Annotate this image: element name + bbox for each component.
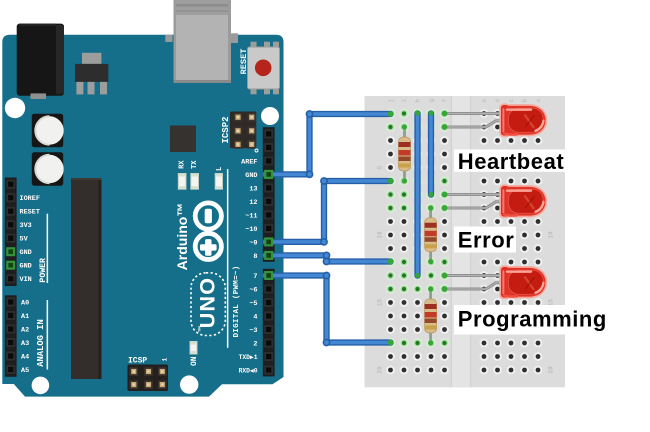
svg-text:TX: TX — [191, 160, 199, 169]
svg-text:c: c — [508, 99, 515, 103]
svg-text:a: a — [535, 99, 542, 103]
svg-text:j: j — [387, 99, 394, 103]
svg-text:~6: ~6 — [249, 286, 257, 294]
svg-text:15: 15 — [547, 299, 554, 307]
svg-text:e: e — [481, 99, 488, 103]
svg-text:15: 15 — [377, 299, 384, 307]
svg-text:2: 2 — [253, 340, 257, 348]
svg-text:4: 4 — [253, 313, 257, 321]
svg-text:RXD◀0: RXD◀0 — [239, 367, 258, 374]
svg-text:RESET: RESET — [239, 49, 249, 75]
svg-text:8: 8 — [253, 253, 257, 261]
svg-text:GND: GND — [245, 172, 257, 180]
svg-text:DIGITAL (PWM=~): DIGITAL (PWM=~) — [233, 265, 241, 337]
svg-text:b: b — [521, 99, 528, 103]
svg-text:GND: GND — [20, 249, 32, 257]
svg-text:VIN: VIN — [20, 276, 32, 284]
svg-text:RESET: RESET — [20, 209, 40, 217]
svg-text:A0: A0 — [21, 299, 29, 307]
svg-text:UNO: UNO — [196, 277, 220, 328]
svg-text:TXD▶1: TXD▶1 — [239, 354, 258, 361]
svg-text:~9: ~9 — [249, 239, 257, 247]
svg-text:3V3: 3V3 — [20, 222, 32, 230]
svg-text:1: 1 — [161, 357, 168, 361]
svg-text:d: d — [494, 99, 501, 103]
svg-text:20: 20 — [377, 366, 384, 374]
svg-text:5V: 5V — [20, 236, 29, 244]
svg-text:10: 10 — [547, 231, 554, 239]
svg-text:A5: A5 — [21, 367, 29, 375]
svg-text:ANALOG IN: ANALOG IN — [36, 319, 46, 367]
svg-text:Programming: Programming — [458, 307, 607, 332]
svg-text:f: f — [441, 99, 448, 103]
svg-text:IOREF: IOREF — [20, 195, 40, 203]
svg-text:ICSP: ICSP — [128, 357, 147, 366]
svg-text:5: 5 — [377, 165, 384, 169]
svg-text:20: 20 — [547, 366, 554, 374]
svg-text:Error: Error — [458, 228, 515, 253]
svg-text:™: ™ — [198, 326, 205, 333]
svg-text:RX: RX — [179, 160, 187, 169]
svg-text:GND: GND — [20, 263, 32, 271]
svg-text:7: 7 — [253, 273, 257, 281]
svg-text:L: L — [216, 167, 224, 171]
svg-text:POWER: POWER — [39, 258, 48, 283]
svg-text:g: g — [428, 99, 435, 103]
svg-text:A1: A1 — [21, 313, 29, 321]
svg-text:i: i — [401, 99, 408, 103]
svg-text:13: 13 — [249, 185, 257, 193]
svg-text:AREF: AREF — [241, 158, 257, 166]
svg-text:Heartbeat: Heartbeat — [458, 149, 565, 174]
svg-text:~5: ~5 — [249, 300, 257, 308]
svg-text:10: 10 — [377, 231, 384, 239]
svg-text:ICSP2: ICSP2 — [221, 116, 231, 143]
svg-text:A4: A4 — [21, 353, 29, 361]
svg-text:~3: ~3 — [249, 327, 257, 335]
svg-text:Arduino™: Arduino™ — [174, 203, 190, 271]
svg-text:~11: ~11 — [245, 212, 257, 220]
svg-text:h: h — [414, 99, 421, 103]
svg-text:12: 12 — [249, 199, 257, 207]
svg-text:A2: A2 — [21, 326, 29, 334]
svg-text:~10: ~10 — [245, 226, 257, 234]
svg-text:ON: ON — [190, 356, 199, 366]
svg-text:A3: A3 — [21, 340, 29, 348]
